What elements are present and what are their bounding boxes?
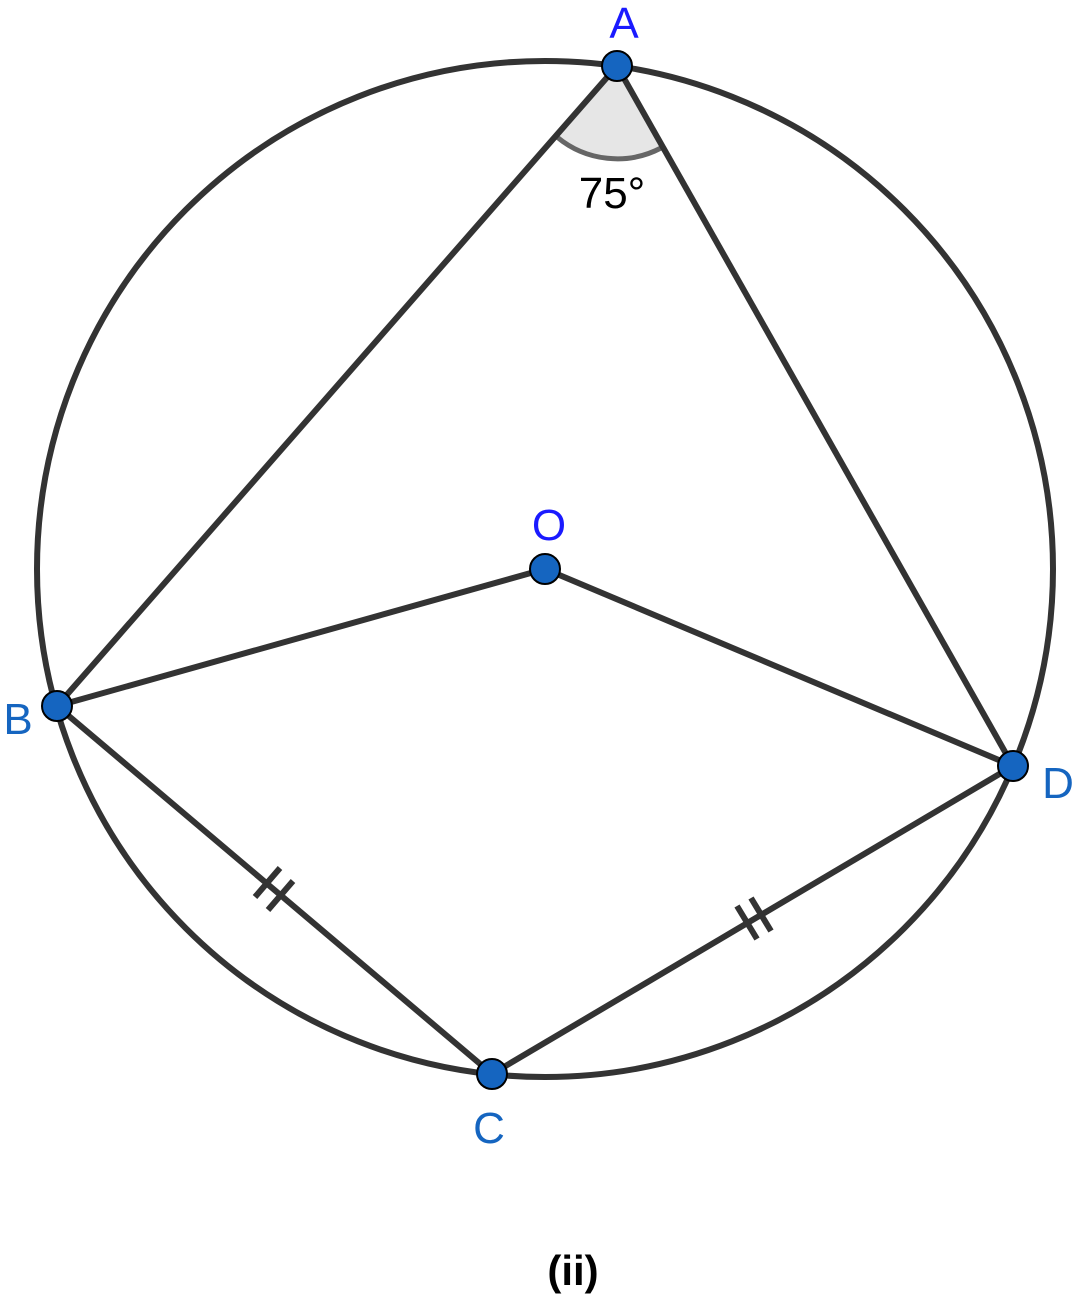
segment-cd: [490, 763, 1015, 1077]
point-d: [997, 750, 1029, 782]
segment-ab: [54, 64, 620, 708]
point-a: [601, 50, 633, 82]
label-b: B: [3, 695, 32, 744]
segment-od: [543, 566, 1015, 769]
tick-bc-1: [252, 866, 283, 899]
label-c: C: [473, 1104, 505, 1153]
label-d: D: [1042, 759, 1074, 808]
segment-ad: [614, 64, 1016, 768]
point-b: [41, 690, 73, 722]
tick-cd-1: [734, 904, 760, 941]
tick-bc-2: [265, 879, 296, 912]
label-o: O: [532, 501, 566, 550]
point-c: [476, 1058, 508, 1090]
angle-a-label: 75°: [579, 169, 646, 218]
segment-bo: [56, 566, 546, 709]
tick-cd-2: [748, 896, 774, 933]
circle-outline: [34, 58, 1056, 1080]
figure-caption: (ii): [547, 1247, 598, 1294]
label-a: A: [609, 0, 639, 48]
point-o: [529, 553, 561, 585]
angle-a-arc: [555, 135, 663, 162]
segment-bc: [55, 703, 494, 1077]
angle-a-sector: [557, 66, 661, 159]
